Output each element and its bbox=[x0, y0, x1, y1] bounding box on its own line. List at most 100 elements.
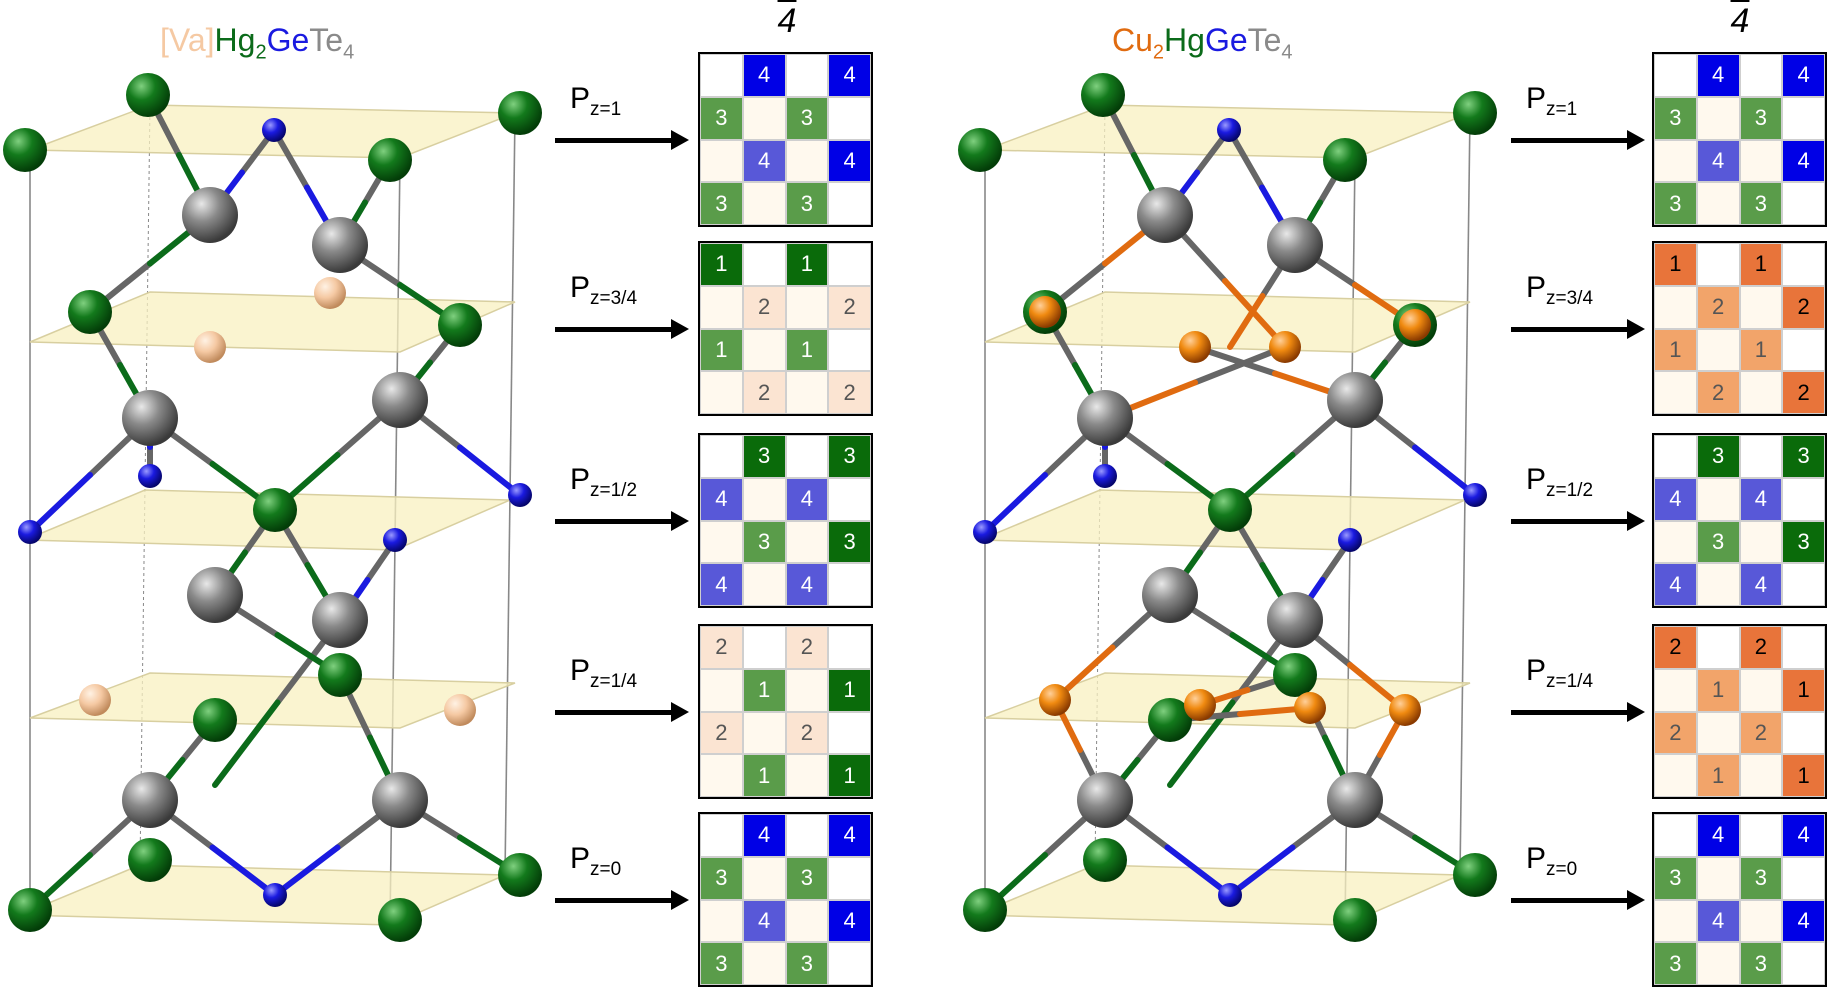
hg-label: Hg bbox=[1164, 22, 1205, 58]
grid-cell: 2 bbox=[1696, 371, 1740, 414]
grid-cell: 1 bbox=[1696, 668, 1740, 712]
te-atom bbox=[1142, 567, 1198, 623]
grid-cell: 3 bbox=[1654, 182, 1697, 225]
grid-cell bbox=[785, 139, 829, 183]
bond bbox=[209, 844, 278, 898]
grid-cell bbox=[742, 477, 786, 521]
grid-cell: 3 bbox=[1739, 942, 1783, 985]
grid-cell bbox=[1782, 182, 1825, 225]
grid-cell: 1 bbox=[785, 328, 829, 372]
hg-atom bbox=[1453, 853, 1497, 897]
grid-cell bbox=[828, 477, 871, 521]
layer-label-sub: z=1/4 bbox=[1546, 671, 1594, 692]
grid-cell bbox=[1654, 285, 1697, 329]
layer-plane bbox=[19, 864, 506, 926]
layer-label: Pz=0 bbox=[1526, 842, 1577, 881]
grid-cell: 1 bbox=[1654, 328, 1697, 372]
grid-cell bbox=[785, 285, 829, 329]
grid-cell: 2 bbox=[742, 371, 786, 414]
ge-atom bbox=[973, 520, 997, 544]
layer-label-main: P bbox=[570, 654, 591, 687]
grid-cell: 4 bbox=[1782, 814, 1825, 857]
grid-cell: 3 bbox=[700, 96, 743, 140]
grid-cell: 4 bbox=[1696, 54, 1740, 97]
grid-cell: 3 bbox=[828, 520, 871, 564]
ge-atom bbox=[508, 483, 532, 507]
hg-atom bbox=[1208, 488, 1252, 532]
grid-cell bbox=[1654, 54, 1697, 97]
cu-atom bbox=[1039, 684, 1071, 716]
hg-atom bbox=[368, 138, 412, 182]
right-symmetry-label: 4 bbox=[1730, 2, 1750, 40]
grid-cell bbox=[700, 54, 743, 97]
grid-cell bbox=[1739, 668, 1783, 712]
ge-atom bbox=[1217, 118, 1241, 142]
vacancy-label: [Va] bbox=[160, 22, 215, 58]
cu-atom bbox=[1294, 692, 1326, 724]
hg-label: Hg bbox=[214, 22, 256, 58]
grid-cell: 2 bbox=[828, 371, 871, 414]
grid-cell: 2 bbox=[1739, 626, 1783, 669]
layer-label: Pz=1/4 bbox=[570, 654, 637, 693]
layer-label: Pz=1/4 bbox=[1526, 654, 1593, 693]
grid-cell: 2 bbox=[785, 626, 829, 669]
grid-cell: 3 bbox=[1654, 856, 1697, 900]
grid-cell: 1 bbox=[1696, 754, 1740, 797]
grid-cell bbox=[1654, 435, 1697, 478]
te-atom bbox=[122, 390, 178, 446]
grid-cell bbox=[700, 139, 743, 183]
cu-atom bbox=[1184, 689, 1216, 721]
hg-atom bbox=[438, 303, 482, 347]
ge-atom bbox=[263, 883, 287, 907]
te-atom bbox=[122, 772, 178, 828]
layer-label-sub: z=0 bbox=[590, 859, 622, 880]
grid-cell: 1 bbox=[1654, 243, 1697, 286]
grid-cell bbox=[1782, 942, 1825, 985]
grid-cell: 2 bbox=[700, 626, 743, 669]
grid-cell: 3 bbox=[1654, 96, 1697, 140]
grid-cell: 3 bbox=[700, 856, 743, 900]
grid-cell bbox=[1654, 899, 1697, 943]
grid-cell: 4 bbox=[1696, 899, 1740, 943]
grid-cell: 1 bbox=[828, 754, 871, 797]
grid-cell bbox=[742, 96, 786, 140]
grid-cell: 4 bbox=[1739, 563, 1783, 606]
grid-cell: 4 bbox=[700, 477, 743, 521]
te-atom bbox=[1077, 390, 1133, 446]
grid-cell: 3 bbox=[1782, 520, 1825, 564]
grid-cell: 1 bbox=[742, 668, 786, 712]
cu-atom bbox=[1029, 296, 1061, 328]
hg-atom bbox=[68, 290, 112, 334]
grid-cell bbox=[1739, 435, 1783, 478]
grid-cell: 1 bbox=[1739, 243, 1783, 286]
grid-cell bbox=[1654, 668, 1697, 712]
grid-cell bbox=[1782, 563, 1825, 606]
bond bbox=[1412, 444, 1478, 498]
cu-atom bbox=[1389, 694, 1421, 726]
grid-cell bbox=[1696, 182, 1740, 225]
hg-atom bbox=[1273, 653, 1317, 697]
grid-cell: 4 bbox=[785, 563, 829, 606]
grid-cell bbox=[1739, 285, 1783, 329]
grid-cell: 4 bbox=[1696, 814, 1740, 857]
cu-atom bbox=[1399, 309, 1431, 341]
grid-cell bbox=[1739, 814, 1783, 857]
grid-cell bbox=[828, 563, 871, 606]
grid-cell: 3 bbox=[700, 182, 743, 225]
ge-atom bbox=[1093, 464, 1117, 488]
hg-subscript: 2 bbox=[255, 41, 267, 64]
grid-cell: 1 bbox=[1782, 754, 1825, 797]
grid-cell: 3 bbox=[1739, 96, 1783, 140]
layer-label-sub: z=3/4 bbox=[1546, 288, 1594, 309]
layer-label-sub: z=1/2 bbox=[590, 480, 638, 501]
te-atom bbox=[1137, 187, 1193, 243]
grid-cell bbox=[1782, 856, 1825, 900]
grid-cell: 2 bbox=[1782, 285, 1825, 329]
grid-cell: 1 bbox=[700, 328, 743, 372]
grid-cell bbox=[828, 626, 871, 669]
ge-atom bbox=[1463, 483, 1487, 507]
hg-atom bbox=[8, 888, 52, 932]
grid-cell: 2 bbox=[700, 711, 743, 755]
